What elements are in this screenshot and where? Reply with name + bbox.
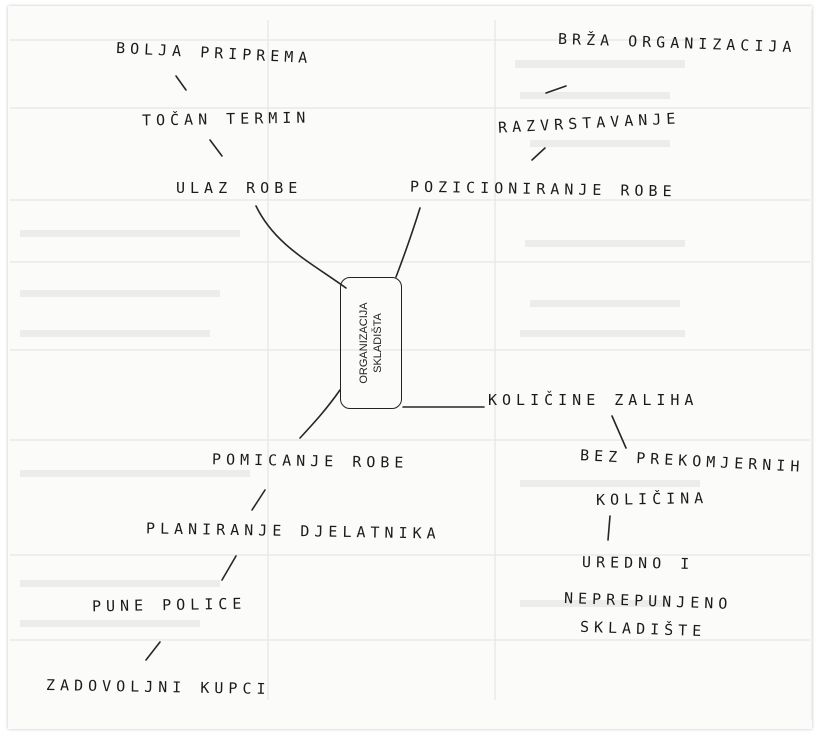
center-node: ORGANIZACIJA SKLADIŠTA <box>340 277 402 409</box>
center-line-1: ORGANIZACIJA <box>358 302 370 384</box>
paper-sheet <box>8 6 812 729</box>
node-uredno-i: UREDNO I <box>581 553 695 573</box>
node-pomicanje-robe: POMICANJE ROBE <box>211 450 409 472</box>
connector <box>209 139 223 157</box>
connector <box>545 85 567 94</box>
center-line-2: SKLADIŠTA <box>372 313 384 373</box>
connector <box>607 515 611 541</box>
node-ulaz-robe: ULAZ ROBE <box>176 179 303 197</box>
node-tocan-termin: TOČAN TERMIN <box>141 108 311 130</box>
connector <box>395 207 421 278</box>
node-pune-police: PUNE POLICE <box>91 594 247 616</box>
connector <box>175 75 187 91</box>
connector <box>611 415 627 449</box>
connector <box>255 205 347 289</box>
connector <box>251 489 266 511</box>
node-kolicina: KOLIČINA <box>595 489 709 509</box>
center-node-label: ORGANIZACIJA SKLADIŠTA <box>357 302 385 383</box>
node-kolicine-zaliha: KOLIČINE ZALIHA <box>488 391 699 409</box>
connector <box>145 641 161 661</box>
connector <box>531 147 546 161</box>
connector <box>299 389 341 439</box>
connector <box>221 555 237 581</box>
